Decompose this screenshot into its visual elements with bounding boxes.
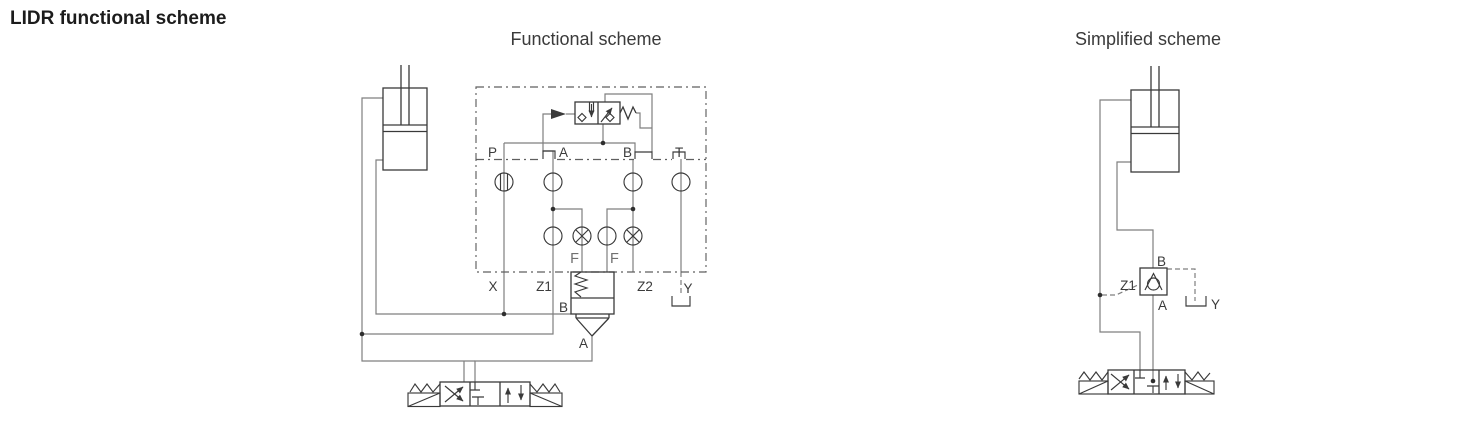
- simplified-scheme-diagram: Z1 B A Y: [1078, 66, 1220, 395]
- functional-scheme-diagram: P A B T X Z1 Z2 Y F F B A: [359, 65, 707, 408]
- orifice-label-f1: F: [570, 251, 579, 267]
- spring-icon: [1184, 371, 1211, 381]
- functional-pipes: [359, 93, 682, 382]
- functional-directional-valve: [407, 381, 563, 408]
- port-label-y: Y: [683, 281, 692, 296]
- spring-icon: [529, 382, 561, 393]
- simplified-cylinder: [1130, 66, 1180, 173]
- check-seat: [1144, 272, 1163, 291]
- functional-cylinder: [382, 65, 428, 171]
- manifold-block-outline: [475, 86, 707, 273]
- port-notches: [542, 150, 686, 159]
- relief-port-label-a: A: [579, 336, 588, 351]
- spring-icon: [1078, 371, 1109, 381]
- page-title: LIDR functional scheme: [10, 8, 227, 29]
- solenoid-icon: [1184, 380, 1215, 395]
- port-label-p: P: [488, 145, 497, 160]
- poppet-valve: [570, 271, 615, 337]
- label-y: Y: [1211, 297, 1220, 312]
- orifice-diamond: [577, 112, 587, 123]
- solenoid-icon: [407, 392, 441, 408]
- port-label-x: X: [488, 279, 497, 294]
- solenoid-icon: [529, 392, 563, 408]
- simplified-labels: Z1 B A Y: [1120, 254, 1220, 313]
- orifice-label-f2: F: [610, 251, 619, 267]
- functional-scheme-title: Functional scheme: [510, 29, 662, 49]
- simplified-directional-valve: [1078, 369, 1215, 395]
- label-z1: Z1: [1120, 278, 1136, 293]
- poppet-cone: [575, 317, 610, 337]
- cartridge-cavities: [494, 172, 691, 246]
- plugged-port-icon: [572, 226, 592, 246]
- plugged-port-icon: [623, 226, 643, 246]
- pilot-arrow-icon: [551, 109, 566, 119]
- spring-icon: [619, 105, 637, 121]
- simplified-pipes: [1097, 99, 1196, 384]
- pilot-valve: [551, 101, 637, 125]
- port-label-a: A: [559, 145, 568, 160]
- drain-bracket-icon: [1185, 296, 1207, 307]
- spring-icon: [409, 382, 441, 393]
- piston-rod: [1150, 66, 1160, 127]
- simplified-scheme-title: Simplified scheme: [1074, 29, 1222, 49]
- relief-port-label-b: B: [559, 300, 568, 315]
- spring-icon: [573, 271, 589, 298]
- drain-bracket-icon: [671, 296, 691, 307]
- orifice-diamond: [605, 112, 615, 123]
- port-label-t: T: [675, 145, 683, 160]
- functional-labels: P A B T X Z1 Z2 Y F F B A: [488, 145, 693, 351]
- piston-rod: [400, 65, 410, 125]
- label-a: A: [1158, 298, 1167, 313]
- port-label-z2: Z2: [637, 279, 653, 294]
- label-b: B: [1157, 254, 1166, 269]
- check-valve: [1139, 267, 1168, 296]
- solenoid-icon: [1078, 380, 1109, 395]
- port-label-z1: Z1: [536, 279, 552, 294]
- port-label-b: B: [623, 145, 632, 160]
